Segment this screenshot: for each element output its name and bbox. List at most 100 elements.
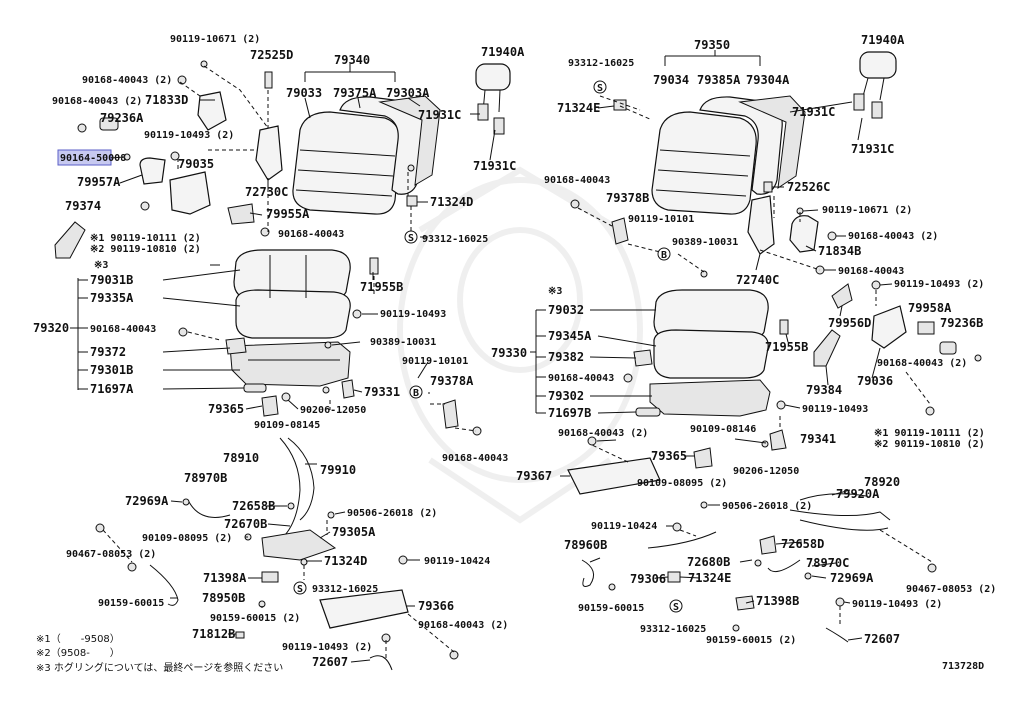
part-label[interactable]: 90119-10101: [628, 214, 694, 225]
part-label[interactable]: 90168-40043 (2): [848, 231, 938, 242]
part-label[interactable]: 78920: [864, 475, 900, 489]
part-label[interactable]: 79957A: [77, 175, 121, 189]
part-label[interactable]: 79384: [806, 383, 842, 397]
part-label[interactable]: 78970B: [184, 471, 227, 485]
part-label[interactable]: 90168-40043 (2): [82, 75, 172, 86]
part-label[interactable]: 79306: [630, 572, 666, 586]
part-label[interactable]: 78960B: [564, 538, 607, 552]
part-label[interactable]: 72969A: [125, 494, 169, 508]
part-label[interactable]: 90109-08095 (2): [637, 478, 727, 489]
part-label[interactable]: 90109-08095 (2): [142, 533, 232, 544]
part-label[interactable]: 90506-26018 (2): [347, 508, 437, 519]
part-label[interactable]: 71940A: [861, 33, 905, 47]
part-label[interactable]: 72670B: [224, 517, 267, 531]
part-label[interactable]: 90389-10031: [370, 337, 436, 348]
part-label[interactable]: 79301B: [90, 363, 133, 377]
part-label[interactable]: 90119-10424: [591, 521, 657, 532]
part-label[interactable]: 79365: [208, 402, 244, 416]
part-label[interactable]: 71324E: [557, 101, 600, 115]
part-label[interactable]: 72658B: [232, 499, 275, 513]
part-label[interactable]: 79305A: [332, 525, 376, 539]
part-label[interactable]: 90168-40043: [278, 229, 344, 240]
part-label-highlighted[interactable]: 90164-50008: [60, 153, 126, 164]
part-label[interactable]: 79378A: [430, 374, 474, 388]
part-label[interactable]: 90206-12050: [733, 466, 799, 477]
part-label[interactable]: 93312-16025: [422, 234, 488, 245]
part-label[interactable]: 90206-12050: [300, 405, 366, 416]
part-label[interactable]: 90159-60015: [98, 598, 164, 609]
part-label[interactable]: 79340: [334, 53, 370, 67]
part-label[interactable]: 90168-40043 (2): [877, 358, 967, 369]
part-label[interactable]: 71940A: [481, 45, 525, 59]
part-label[interactable]: 90109-08145: [254, 420, 320, 431]
part-label[interactable]: 71931C: [473, 159, 516, 173]
part-label[interactable]: 90119-10493 (2): [852, 599, 942, 610]
part-label[interactable]: 90109-08146: [690, 424, 756, 435]
part-label[interactable]: 71955B: [360, 280, 403, 294]
part-label[interactable]: 90506-26018 (2): [722, 501, 812, 512]
part-label[interactable]: 79034: [653, 73, 689, 87]
part-label[interactable]: 90168-40043: [442, 453, 508, 464]
part-label[interactable]: 90389-10031: [672, 237, 738, 248]
part-label[interactable]: 79367: [516, 469, 552, 483]
part-label[interactable]: 79365: [651, 449, 687, 463]
part-label[interactable]: 79032: [548, 303, 584, 317]
part-label[interactable]: 71324E: [688, 571, 731, 585]
part-label[interactable]: 72526C: [787, 180, 830, 194]
part-label[interactable]: 79331: [364, 385, 400, 399]
part-label[interactable]: ※3: [94, 260, 108, 271]
part-label[interactable]: 90119-10493 (2): [144, 130, 234, 141]
part-label[interactable]: 90119-10671 (2): [822, 205, 912, 216]
part-label[interactable]: 90168-40043: [90, 324, 156, 335]
part-label[interactable]: 79366: [418, 599, 454, 613]
part-label[interactable]: 79955A: [266, 207, 310, 221]
part-label[interactable]: 90159-60015 (2): [706, 635, 796, 646]
part-label[interactable]: 79385A: [697, 73, 741, 87]
part-label[interactable]: 79033: [286, 86, 322, 100]
part-label[interactable]: 72680B: [687, 555, 730, 569]
part-label[interactable]: 71812B: [192, 627, 235, 641]
part-label[interactable]: 71398B: [756, 594, 799, 608]
part-label[interactable]: 90119-10493 (2): [282, 642, 372, 653]
part-label[interactable]: 79341: [800, 432, 836, 446]
part-label[interactable]: 79330: [491, 346, 527, 360]
part-label[interactable]: 71931C: [792, 105, 835, 119]
part-label[interactable]: 79350: [694, 38, 730, 52]
part-label[interactable]: 72969A: [830, 571, 874, 585]
part-label[interactable]: 90119-10493: [380, 309, 446, 320]
part-label[interactable]: ※1 90119-10111 (2): [90, 233, 201, 244]
part-label[interactable]: 72607: [312, 655, 348, 669]
part-label[interactable]: 79345A: [548, 329, 592, 343]
part-label[interactable]: 78970C: [806, 556, 849, 570]
part-label[interactable]: 71955B: [765, 340, 808, 354]
part-label[interactable]: 90168-40043 (2): [558, 428, 648, 439]
part-label[interactable]: 90467-08053 (2): [66, 549, 156, 560]
part-label[interactable]: 79036: [857, 374, 893, 388]
part-label[interactable]: 79958A: [908, 301, 952, 315]
part-label[interactable]: ※2 90119-10810 (2): [90, 244, 201, 255]
part-label[interactable]: 90168-40043: [548, 373, 614, 384]
part-label[interactable]: 90119-10671 (2): [170, 34, 260, 45]
part-label[interactable]: ※2 90119-10810 (2): [874, 439, 985, 450]
part-label[interactable]: 71931C: [418, 108, 461, 122]
part-label[interactable]: 90168-40043 (2): [52, 96, 142, 107]
part-label[interactable]: 71697A: [90, 382, 134, 396]
part-label[interactable]: 90119-10424: [424, 556, 490, 567]
part-label[interactable]: 93312-16025: [568, 58, 634, 69]
part-label[interactable]: 79031B: [90, 273, 133, 287]
part-label[interactable]: 90119-10493 (2): [894, 279, 984, 290]
part-label[interactable]: 78950B: [202, 591, 245, 605]
part-label[interactable]: 93312-16025: [640, 624, 706, 635]
part-label[interactable]: 90168-40043: [838, 266, 904, 277]
part-label[interactable]: 79910: [320, 463, 356, 477]
part-label[interactable]: 79375A: [333, 86, 377, 100]
part-label[interactable]: 79302: [548, 389, 584, 403]
part-label[interactable]: 93312-16025: [312, 584, 378, 595]
part-label[interactable]: 90159-60015: [578, 603, 644, 614]
part-label[interactable]: 79236B: [940, 316, 983, 330]
part-label[interactable]: 78910: [223, 451, 259, 465]
part-label[interactable]: 90168-40043: [544, 175, 610, 186]
part-label[interactable]: 79920A: [836, 487, 880, 501]
part-label[interactable]: 79304A: [746, 73, 790, 87]
part-label[interactable]: 71697B: [548, 406, 591, 420]
